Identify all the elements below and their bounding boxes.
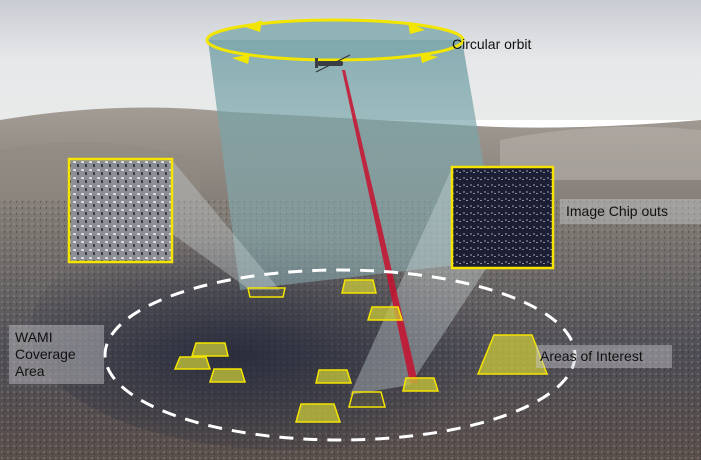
orbit-arrow-icon	[408, 22, 425, 34]
orbit-arrow-icon	[420, 53, 438, 63]
coverage-label-line: Area	[15, 363, 45, 379]
laser-beam	[342, 70, 418, 383]
chips-label: Image Chip outs	[560, 199, 701, 224]
coverage-label: WAMI Coverage Area	[9, 325, 104, 384]
coverage-label-line: Coverage	[15, 346, 76, 362]
orbit-arrow-icon	[232, 54, 250, 64]
image-chip-right	[450, 165, 555, 270]
orbit-arrow-icon	[245, 20, 262, 32]
orbit-label: Circular orbit	[452, 36, 532, 52]
uav-aircraft-icon	[315, 54, 351, 73]
aoi-label: Areas of Interest	[536, 345, 672, 368]
sensor-cone	[208, 40, 500, 290]
orbit-ellipse	[205, 18, 465, 62]
areas-of-interest	[173, 279, 549, 423]
coverage-label-line: WAMI	[15, 329, 53, 345]
image-chip-left	[67, 157, 174, 264]
coverage-ring	[103, 268, 577, 442]
